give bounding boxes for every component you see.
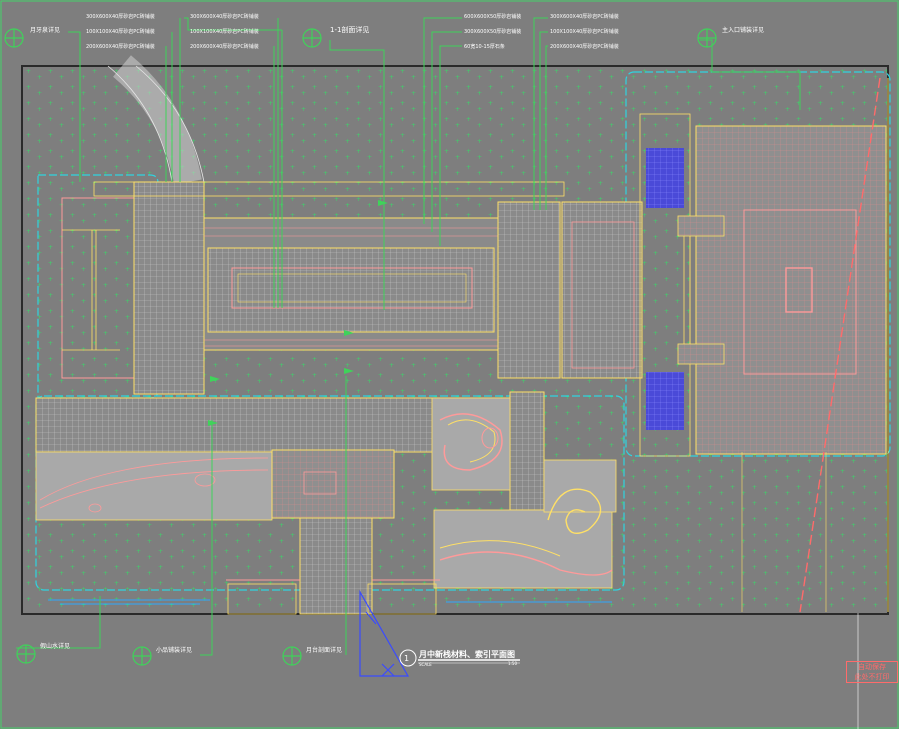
swirl-garden-south bbox=[433, 509, 613, 589]
title-number: 1 bbox=[404, 654, 410, 663]
callout-main-entrance: 主入口铺装详见 bbox=[722, 27, 765, 34]
south-stair bbox=[299, 517, 373, 615]
east-building bbox=[695, 125, 887, 455]
callout-moon-spring: 月牙泉详见 bbox=[30, 27, 61, 34]
scale-label: SCALE bbox=[419, 662, 432, 667]
east-pool-north bbox=[646, 148, 684, 208]
entry-platform bbox=[561, 201, 643, 379]
callout-g4-2: 100X100X40厚砂岩PC砖铺装 bbox=[550, 29, 619, 35]
callout-g2-2: 100X100X40厚砂岩PC砖铺装 bbox=[190, 29, 259, 35]
callout-g3-3: 60宽10-15厚石条 bbox=[464, 44, 505, 50]
callout-g1-1: 300X600X40厚砂岩PC砖铺装 bbox=[86, 14, 155, 20]
north-arrow bbox=[359, 589, 410, 677]
callout-g1-2: 100X100X40厚砂岩PC砖铺装 bbox=[86, 29, 155, 35]
road-edge bbox=[799, 77, 881, 613]
curved-path bbox=[112, 55, 202, 185]
autosave-stamp: 自动保存 此处不打印 bbox=[846, 661, 898, 683]
drawing-title: 月中新栈材料、索引平面图 bbox=[419, 650, 515, 659]
stamp-line-2: 此处不打印 bbox=[854, 673, 890, 681]
callout-feature-paving: 小品铺装详见 bbox=[156, 647, 193, 654]
east-paving bbox=[497, 201, 561, 379]
west-paving bbox=[133, 181, 205, 395]
title-number-circle bbox=[399, 649, 417, 667]
east-pool-south bbox=[646, 372, 684, 430]
stamp-line-1: 自动保存 bbox=[858, 663, 886, 671]
callout-terrace-section: 月台剖面详见 bbox=[306, 647, 343, 654]
callout-g4-3: 200X600X40厚砂岩PC砖铺装 bbox=[550, 44, 619, 50]
scale-value: 1:50 bbox=[508, 661, 517, 666]
leader-lines bbox=[16, 17, 801, 656]
callout-rockery: 假山水详见 bbox=[40, 643, 71, 650]
central-square bbox=[271, 449, 395, 519]
callout-g4-1: 300X600X40厚砂岩PC砖铺装 bbox=[550, 14, 619, 20]
callout-g1-3: 200X600X40厚砂岩PC砖铺装 bbox=[86, 44, 155, 50]
callout-g3-2: 300X600X50厚砂岩铺装 bbox=[464, 29, 522, 35]
garden-bed-west bbox=[35, 451, 273, 521]
callout-g2-3: 200X600X40厚砂岩PC砖铺装 bbox=[190, 44, 259, 50]
callout-section-1-1: 1-1剖面详见 bbox=[330, 26, 370, 34]
callout-circles bbox=[4, 28, 717, 666]
swirl-garden-north bbox=[431, 397, 511, 491]
callout-g2-1: 300X600X40厚砂岩PC砖铺装 bbox=[190, 14, 259, 20]
callout-g3-1: 600X600X50厚砂岩铺装 bbox=[464, 14, 522, 20]
